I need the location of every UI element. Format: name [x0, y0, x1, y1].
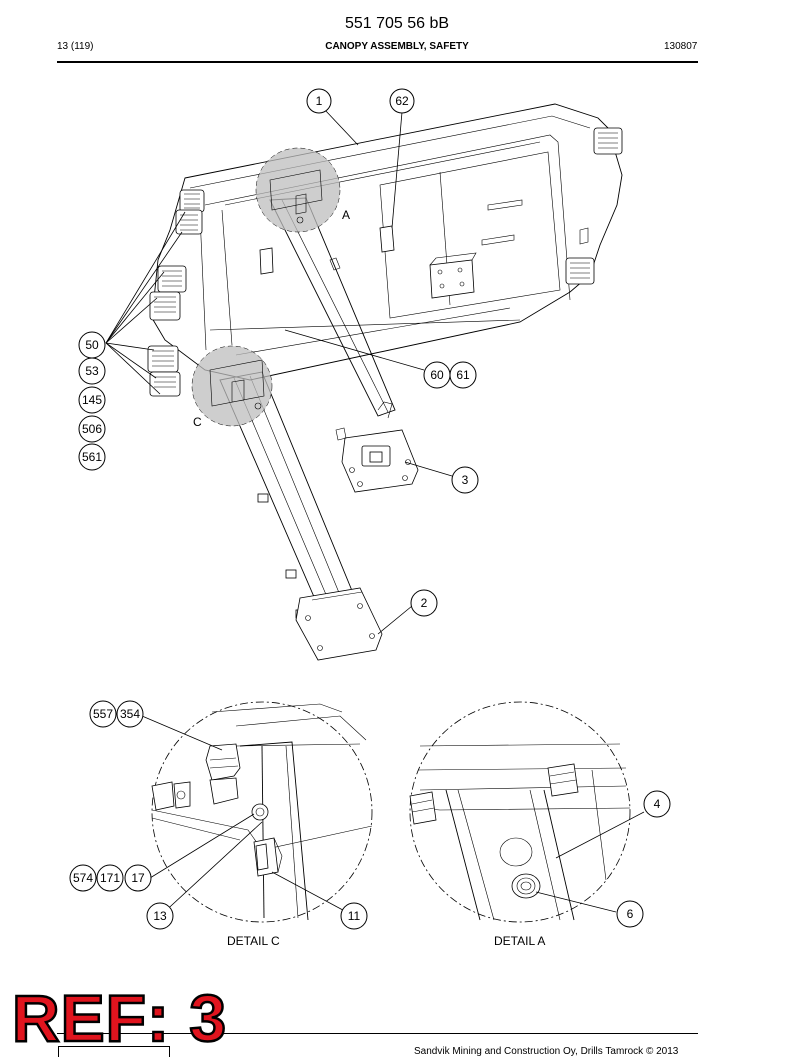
detail-a-leaders — [535, 811, 645, 913]
header-rule — [57, 61, 698, 63]
svg-text:354: 354 — [120, 707, 140, 721]
ref-box — [58, 1046, 170, 1057]
detail-letter-a: A — [342, 208, 350, 222]
callout-13: 13 — [146, 902, 174, 930]
callout-50: 50 — [78, 331, 106, 359]
svg-text:4: 4 — [654, 797, 661, 811]
callout-3: 3 — [451, 466, 479, 494]
detail-c-view — [151, 701, 373, 923]
svg-text:17: 17 — [131, 871, 145, 885]
svg-text:557: 557 — [93, 707, 113, 721]
svg-text:13: 13 — [153, 909, 167, 923]
callout-17: 17 — [124, 864, 152, 892]
svg-text:11: 11 — [348, 909, 361, 923]
detail-c-caption: DETAIL C — [227, 934, 280, 948]
callout-62: 62 — [389, 88, 415, 114]
detail-a-view — [409, 701, 631, 923]
document-number: 551 705 56 bB — [344, 15, 450, 32]
svg-text:3: 3 — [462, 473, 469, 487]
svg-text:506: 506 — [82, 422, 102, 436]
svg-text:60: 60 — [430, 368, 444, 382]
canopy-frame — [151, 103, 623, 381]
callout-171: 171 — [96, 864, 124, 892]
svg-text:6: 6 — [627, 907, 634, 921]
copyright-notice: Sandvik Mining and Construction Oy, Dril… — [414, 1046, 679, 1057]
callout-561: 561 — [78, 443, 106, 471]
callout-53: 53 — [78, 357, 106, 385]
callout-354: 354 — [116, 700, 144, 728]
detail-c-leaders — [141, 715, 355, 917]
rubber-mounts — [147, 127, 623, 397]
svg-text:62: 62 — [395, 94, 409, 108]
svg-text:171: 171 — [100, 871, 120, 885]
date-code: 130807 — [664, 41, 698, 52]
diagonal-strut — [269, 197, 419, 493]
callout-11: 11 — [340, 902, 368, 930]
callout-1: 1 — [306, 88, 332, 114]
detail-a-marker — [255, 147, 341, 233]
callout-574: 574 — [69, 864, 97, 892]
svg-text:50: 50 — [85, 338, 99, 352]
svg-text:561: 561 — [82, 450, 102, 464]
callout-557: 557 — [89, 700, 117, 728]
detail-a-caption: DETAIL A — [494, 934, 545, 948]
ref-stamp: REF: 3 — [11, 981, 228, 1055]
svg-text:574: 574 — [73, 871, 93, 885]
leader-lines — [105, 109, 453, 635]
footer-rule — [57, 1033, 698, 1034]
callout-60: 60 — [423, 361, 451, 389]
svg-text:61: 61 — [456, 368, 470, 382]
long-leg — [219, 371, 383, 661]
callout-2: 2 — [410, 589, 438, 617]
callout-4: 4 — [643, 790, 671, 818]
svg-text:53: 53 — [85, 364, 99, 378]
svg-text:1: 1 — [316, 94, 323, 108]
svg-text:2: 2 — [421, 596, 428, 610]
svg-text:145: 145 — [82, 393, 102, 407]
callout-61: 61 — [449, 361, 477, 389]
section-title: CANOPY ASSEMBLY, SAFETY — [325, 41, 469, 52]
callout-6: 6 — [616, 900, 644, 928]
page-number: 13 (119) — [57, 41, 94, 52]
detail-letter-c: C — [193, 415, 202, 429]
callout-506: 506 — [78, 415, 106, 443]
callout-145: 145 — [78, 386, 106, 414]
